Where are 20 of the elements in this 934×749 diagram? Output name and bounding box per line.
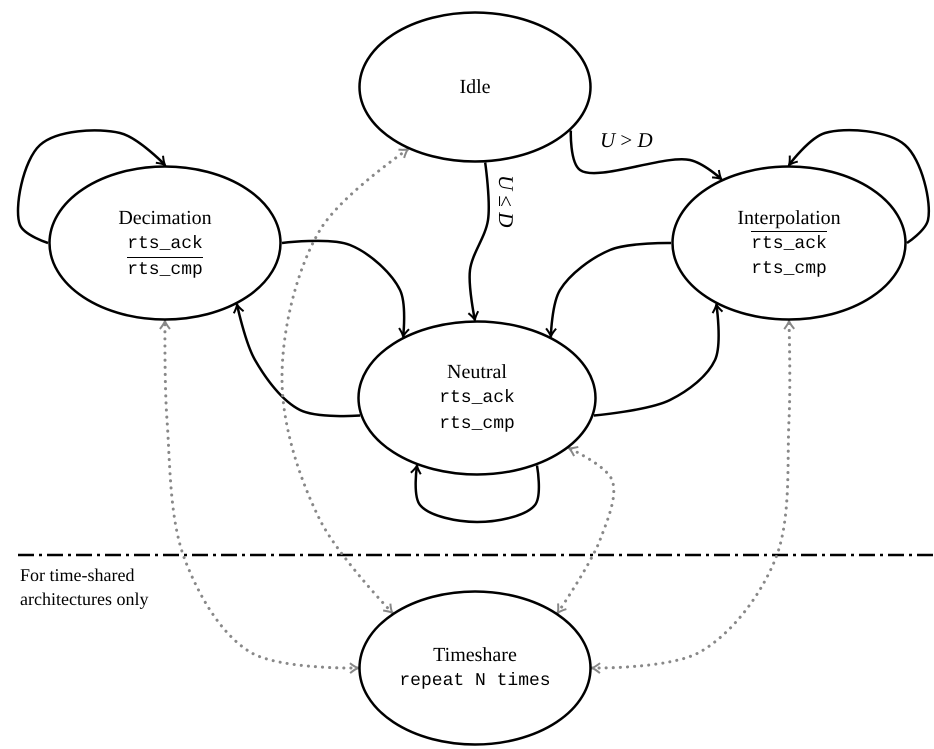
state-ellipse xyxy=(358,590,592,746)
state-name: Idle xyxy=(459,75,491,100)
signal-name: rts_ack xyxy=(751,230,827,256)
signal-name: repeat N times xyxy=(399,670,551,693)
edge-label: U ≤ D xyxy=(493,175,518,228)
signal-name: rts_cmp xyxy=(751,258,827,280)
signal-name: rts_cmp xyxy=(439,413,515,436)
signal-name: rts_cmp xyxy=(127,256,203,282)
state-name: Decimation xyxy=(118,206,212,230)
edge-label: U > D xyxy=(600,128,653,153)
signal-name: rts_ack xyxy=(439,387,515,410)
signal-name: rts_ack xyxy=(127,232,203,256)
state-ellipse xyxy=(671,165,907,321)
state-ellipse xyxy=(48,165,282,321)
note-text: For time-shared architectures only xyxy=(20,564,150,611)
state-name: Timeshare xyxy=(433,643,517,668)
state-name: Interpolation xyxy=(737,206,841,230)
state-ellipse xyxy=(357,320,597,476)
state-ellipse xyxy=(358,11,592,163)
state-name: Neutral xyxy=(447,360,507,385)
